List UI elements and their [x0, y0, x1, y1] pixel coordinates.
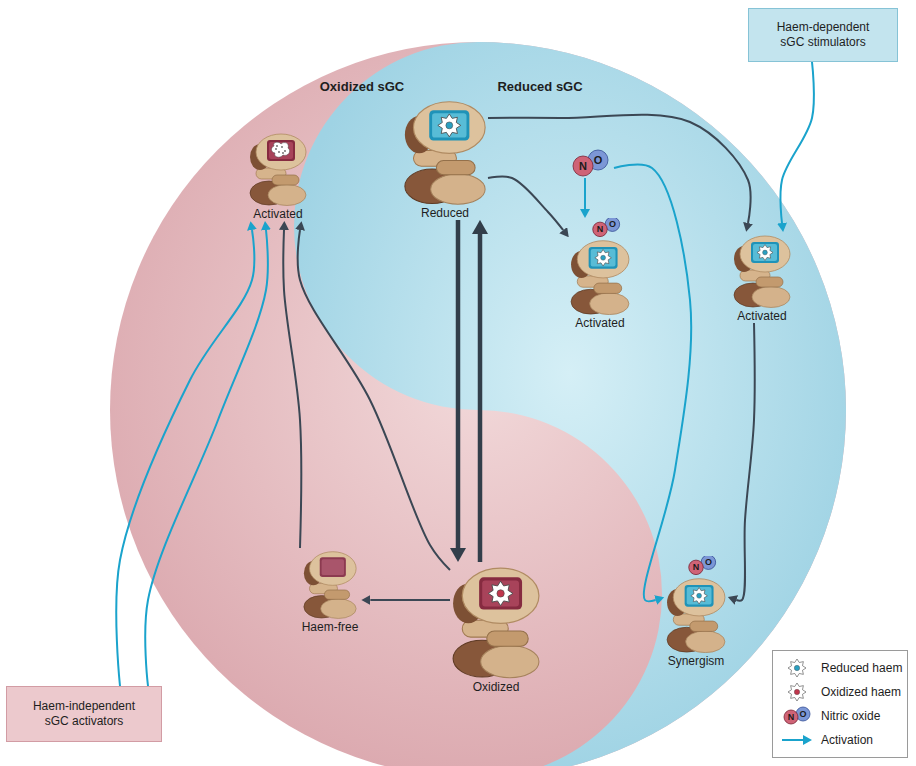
legend-row: Activation [779, 728, 901, 752]
atom-letter: O [590, 152, 606, 168]
atom-letter: N [575, 158, 591, 174]
legend-symbol [779, 682, 815, 702]
atom-letter: N [592, 221, 608, 237]
legend-symbol [779, 730, 815, 750]
state-label: Reduced [421, 206, 469, 220]
sgc-protein-illustration [302, 548, 358, 619]
sgc-state: Synergism [665, 556, 728, 668]
nitric-oxide-illustration [566, 148, 614, 178]
legend-symbol [779, 658, 815, 678]
legend-row: Reduced haem [779, 656, 901, 680]
state-label: Activated [253, 207, 302, 221]
state-label: Oxidized [473, 680, 520, 694]
box-text: Haem-independent sGC activators [27, 699, 141, 729]
atom-letter: O [604, 216, 620, 232]
region-heading: Reduced sGC [497, 79, 582, 94]
state-label: Activated [575, 316, 624, 330]
drug-class-box: Haem-dependent sGC stimulators [748, 8, 898, 62]
sgc-state: Activated [569, 218, 631, 330]
box-text: Haem-dependent sGC stimulators [770, 20, 876, 50]
legend-row: Oxidized haem [779, 680, 901, 704]
sgc-protein-illustration [248, 130, 308, 206]
nitric-oxide-molecule: NO [566, 148, 614, 178]
state-label: Activated [737, 309, 786, 323]
activation-arrow [780, 62, 813, 223]
legend-row: Nitric oxide [779, 704, 901, 728]
legend-symbol [779, 706, 815, 726]
atom-letter: O [795, 706, 811, 722]
legend-text: Activation [821, 733, 873, 747]
sgc-state: Activated [248, 130, 308, 221]
drug-class-box: Haem-independent sGC activators [6, 686, 162, 742]
region-heading: Oxidized sGC [320, 79, 405, 94]
atom-letter: N [688, 559, 704, 575]
sgc-protein-illustration [450, 562, 542, 679]
legend: Reduced haemOxidized haemNitric oxideAct… [772, 650, 908, 758]
legend-text: Nitric oxide [821, 709, 880, 723]
legend-text: Reduced haem [821, 661, 902, 675]
atom-letter: O [700, 554, 716, 570]
sgc-state: Reduced [402, 96, 488, 220]
sgc-state: Oxidized [450, 562, 542, 694]
legend-text: Oxidized haem [821, 685, 901, 699]
state-label: Haem-free [302, 620, 359, 634]
atom-letter: N [783, 709, 799, 725]
sgc-protein-illustration [732, 232, 792, 308]
sgc-protein-illustration [402, 96, 488, 205]
sgc-state: Activated [732, 232, 792, 323]
sgc-state: Haem-free [299, 548, 362, 634]
state-label: Synergism [668, 654, 725, 668]
